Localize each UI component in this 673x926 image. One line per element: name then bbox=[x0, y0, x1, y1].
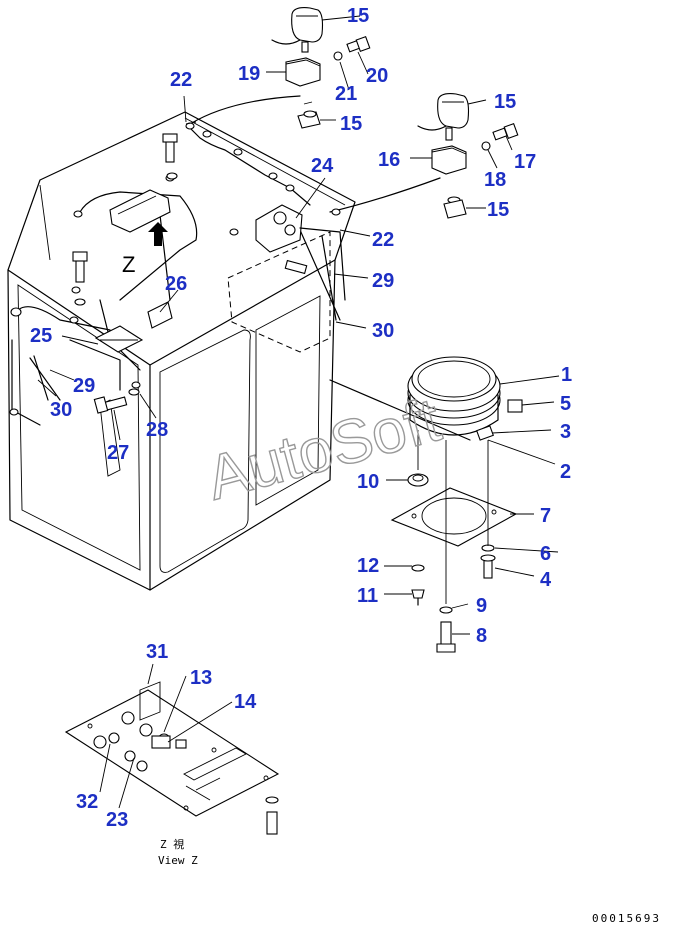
callout-23: 23 bbox=[106, 809, 128, 831]
callout-3: 3 bbox=[560, 421, 571, 443]
drawing-code: 00015693 bbox=[592, 912, 661, 925]
callout-8: 8 bbox=[476, 625, 487, 647]
cab-bolts bbox=[72, 133, 308, 414]
callout-25: 25 bbox=[30, 325, 52, 347]
callout-10: 10 bbox=[357, 471, 379, 493]
view-caption-en: View Z bbox=[158, 854, 198, 867]
callout-24: 24 bbox=[311, 155, 334, 177]
speaker-assembly bbox=[390, 356, 523, 653]
callout-7: 7 bbox=[540, 505, 551, 527]
harness-clips bbox=[9, 122, 341, 416]
callout-1: 1 bbox=[561, 364, 572, 386]
callout-29-a: 29 bbox=[372, 270, 394, 292]
callout-26: 26 bbox=[165, 273, 187, 295]
callout-32: 32 bbox=[76, 791, 98, 813]
callout-6: 6 bbox=[540, 543, 551, 565]
callout-29-b: 29 bbox=[73, 375, 95, 397]
callout-9: 9 bbox=[476, 595, 487, 617]
callout-14: 14 bbox=[234, 691, 257, 713]
callout-22-b: 22 bbox=[372, 229, 394, 251]
callout-15-b: 15 bbox=[340, 113, 362, 135]
view-caption-jp: Z 視 bbox=[160, 837, 184, 851]
work-lamp-top bbox=[271, 7, 371, 129]
leader-lines bbox=[37, 15, 560, 809]
callout-21: 21 bbox=[335, 83, 357, 105]
callout-19: 19 bbox=[238, 63, 260, 85]
view-marker-z: Z bbox=[122, 252, 135, 277]
callout-30-b: 30 bbox=[50, 399, 72, 421]
cab-body bbox=[7, 111, 356, 591]
cab-washers bbox=[74, 172, 178, 396]
callout-27: 27 bbox=[107, 442, 129, 464]
part-24-bracket bbox=[255, 204, 346, 301]
callout-15-c: 15 bbox=[494, 91, 516, 113]
callout-15-a: 15 bbox=[347, 5, 369, 27]
callout-17: 17 bbox=[514, 151, 536, 173]
callout-28: 28 bbox=[146, 419, 168, 441]
callout-22-a: 22 bbox=[170, 69, 192, 91]
part-26-clamp bbox=[33, 301, 173, 401]
callout-20: 20 bbox=[366, 65, 388, 87]
work-lamp-right bbox=[417, 93, 519, 219]
callout-11: 11 bbox=[357, 585, 378, 607]
callout-31: 31 bbox=[146, 641, 168, 663]
callout-13: 13 bbox=[190, 667, 212, 689]
callout-15-d: 15 bbox=[487, 199, 509, 221]
watermark: AutoSoft bbox=[200, 385, 448, 513]
roof-light-assembly bbox=[109, 189, 171, 246]
callout-4: 4 bbox=[540, 569, 552, 591]
callout-2: 2 bbox=[560, 461, 571, 483]
callout-5: 5 bbox=[560, 393, 571, 415]
callout-18: 18 bbox=[484, 169, 506, 191]
callout-30-a: 30 bbox=[372, 320, 394, 342]
callout-labels: 1 2 3 4 5 6 7 8 9 10 11 12 13 14 15 15 1… bbox=[30, 5, 572, 831]
callout-12: 12 bbox=[357, 555, 379, 577]
view-z-panel bbox=[64, 681, 280, 835]
callout-16: 16 bbox=[378, 149, 400, 171]
